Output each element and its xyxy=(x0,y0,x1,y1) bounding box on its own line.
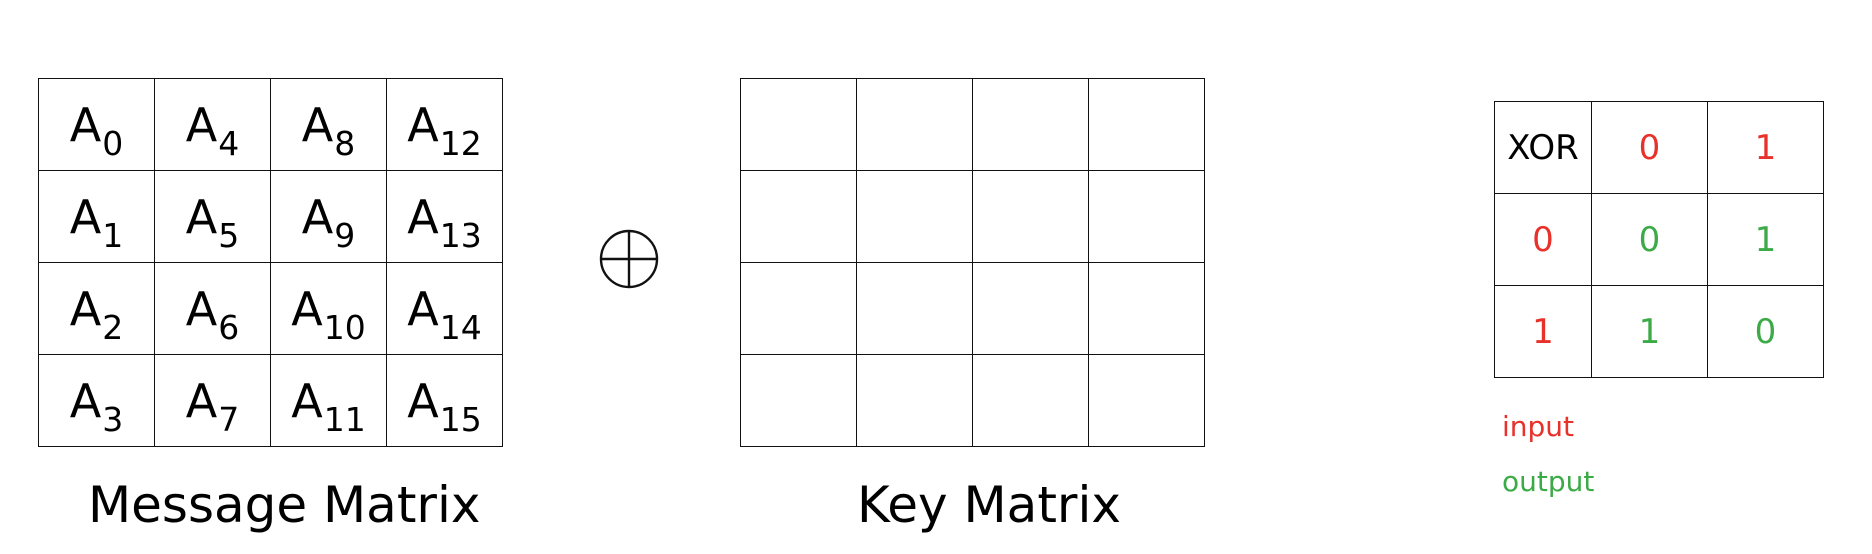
message-row: A1 A5 A9 A13 xyxy=(38,170,503,263)
key-cell xyxy=(972,354,1089,447)
key-row xyxy=(740,354,1205,447)
key-cell xyxy=(740,262,857,355)
circled-plus-icon xyxy=(599,229,659,289)
key-row xyxy=(740,262,1205,355)
message-cell: A15 xyxy=(386,354,503,447)
message-cell: A5 xyxy=(154,170,271,263)
key-row xyxy=(740,78,1205,171)
xor-truth-table: XOR 0 1 0 0 1 1 1 0 xyxy=(1494,101,1824,378)
key-cell xyxy=(740,78,857,171)
key-cell xyxy=(1088,262,1205,355)
message-cell: A0 xyxy=(38,78,155,171)
xor-col-input: 1 xyxy=(1707,101,1824,194)
message-cell: A8 xyxy=(270,78,387,171)
message-cell: A9 xyxy=(270,170,387,263)
message-cell: A7 xyxy=(154,354,271,447)
message-cell: A1 xyxy=(38,170,155,263)
message-cell: A6 xyxy=(154,262,271,355)
key-cell xyxy=(972,78,1089,171)
xor-col-input: 0 xyxy=(1591,101,1708,194)
key-cell xyxy=(856,170,973,263)
key-cell xyxy=(856,354,973,447)
key-cell xyxy=(1088,78,1205,171)
xor-row-input: 1 xyxy=(1494,285,1592,378)
message-cell: A4 xyxy=(154,78,271,171)
key-cell xyxy=(1088,170,1205,263)
message-cell: A10 xyxy=(270,262,387,355)
xor-row: 0 0 1 xyxy=(1494,193,1824,286)
message-row: A2 A6 A10 A14 xyxy=(38,262,503,355)
message-cell: A2 xyxy=(38,262,155,355)
message-row: A0 A4 A8 A12 xyxy=(38,78,503,171)
message-cell: A12 xyxy=(386,78,503,171)
message-row: A3 A7 A11 A15 xyxy=(38,354,503,447)
message-cell: A13 xyxy=(386,170,503,263)
key-matrix-caption: Key Matrix xyxy=(857,476,1121,534)
key-cell xyxy=(972,170,1089,263)
message-cell: A3 xyxy=(38,354,155,447)
xor-output-cell: 0 xyxy=(1707,285,1824,378)
xor-output-cell: 1 xyxy=(1707,193,1824,286)
key-cell xyxy=(740,170,857,263)
key-cell xyxy=(856,262,973,355)
xor-output-cell: 1 xyxy=(1591,285,1708,378)
key-cell xyxy=(856,78,973,171)
message-matrix: A0 A4 A8 A12 A1 A5 A9 A13 A2 A6 A10 A14 … xyxy=(38,78,503,447)
message-cell: A14 xyxy=(386,262,503,355)
key-cell xyxy=(972,262,1089,355)
message-cell: A11 xyxy=(270,354,387,447)
legend-input-label: input xyxy=(1502,410,1575,443)
message-matrix-caption: Message Matrix xyxy=(88,476,481,534)
key-row xyxy=(740,170,1205,263)
legend-output-label: output xyxy=(1502,465,1595,498)
key-cell xyxy=(1088,354,1205,447)
xor-output-cell: 0 xyxy=(1591,193,1708,286)
xor-header-cell: XOR xyxy=(1494,101,1592,194)
xor-row-input: 0 xyxy=(1494,193,1592,286)
key-matrix xyxy=(740,78,1205,447)
key-cell xyxy=(740,354,857,447)
xor-header-row: XOR 0 1 xyxy=(1494,101,1824,194)
xor-row: 1 1 0 xyxy=(1494,285,1824,378)
